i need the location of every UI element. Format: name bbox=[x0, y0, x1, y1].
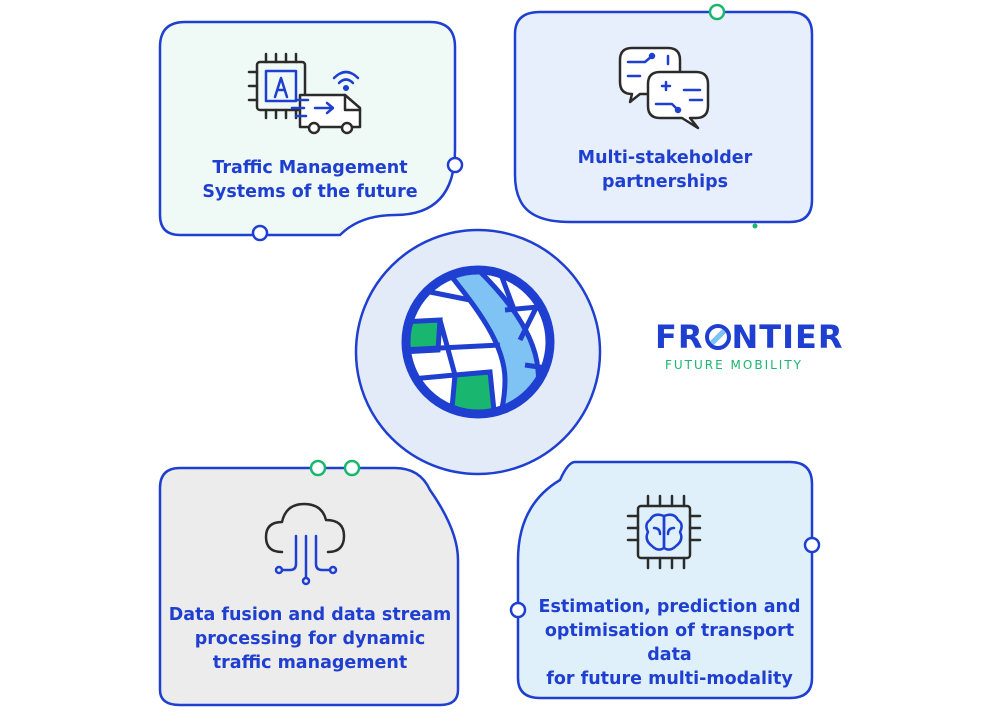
node-label-data-fusion: Data fusion and data stream processing f… bbox=[165, 603, 455, 675]
chat-circuit-icon bbox=[618, 46, 710, 130]
traffic-chip-truck-icon bbox=[247, 52, 362, 135]
frontier-logo: FR NTIER FUTURE MOBILITY bbox=[655, 318, 855, 372]
node-label-partnerships: Multi-stakeholder partnerships bbox=[530, 146, 800, 194]
card-estimation bbox=[516, 460, 814, 700]
connector-dot bbox=[708, 3, 726, 21]
node-label-line: processing for dynamic bbox=[194, 629, 426, 649]
globe-map-icon bbox=[401, 265, 555, 419]
node-label-line: traffic management bbox=[212, 653, 408, 673]
node-label-line: Traffic Management bbox=[212, 158, 408, 178]
node-label-line: Systems of the future bbox=[202, 182, 418, 202]
connector-dot bbox=[446, 156, 464, 174]
connector-dot bbox=[251, 224, 269, 242]
node-label-estimation: Estimation, prediction and optimisation … bbox=[522, 595, 817, 691]
card-data-fusion bbox=[158, 466, 460, 707]
node-label-line: partnerships bbox=[601, 172, 729, 192]
connector-dot bbox=[343, 459, 361, 477]
node-label-line: for future multi-modality bbox=[546, 669, 793, 689]
cloud-data-icon bbox=[264, 502, 346, 586]
brand-subtitle: FUTURE MOBILITY bbox=[665, 358, 803, 372]
brand-name-part: NTIER bbox=[731, 318, 844, 356]
node-label-line: Data fusion and data stream bbox=[168, 605, 452, 625]
node-label-line: optimisation of transport data bbox=[544, 621, 795, 665]
connector-dot bbox=[309, 459, 327, 477]
brain-chip-icon bbox=[626, 494, 702, 570]
card-traffic-management bbox=[158, 20, 457, 237]
connector-dot bbox=[752, 223, 758, 229]
connector-dot bbox=[509, 601, 527, 619]
brand-name-part: FR bbox=[655, 318, 704, 356]
node-label-line: Multi-stakeholder bbox=[577, 148, 753, 168]
connector-dot bbox=[803, 536, 821, 554]
brand-name: FR NTIER bbox=[655, 318, 855, 356]
node-label-line: Estimation, prediction and bbox=[538, 597, 801, 617]
globe-o-icon bbox=[704, 324, 731, 350]
node-label-traffic-management: Traffic Management Systems of the future bbox=[175, 156, 445, 204]
